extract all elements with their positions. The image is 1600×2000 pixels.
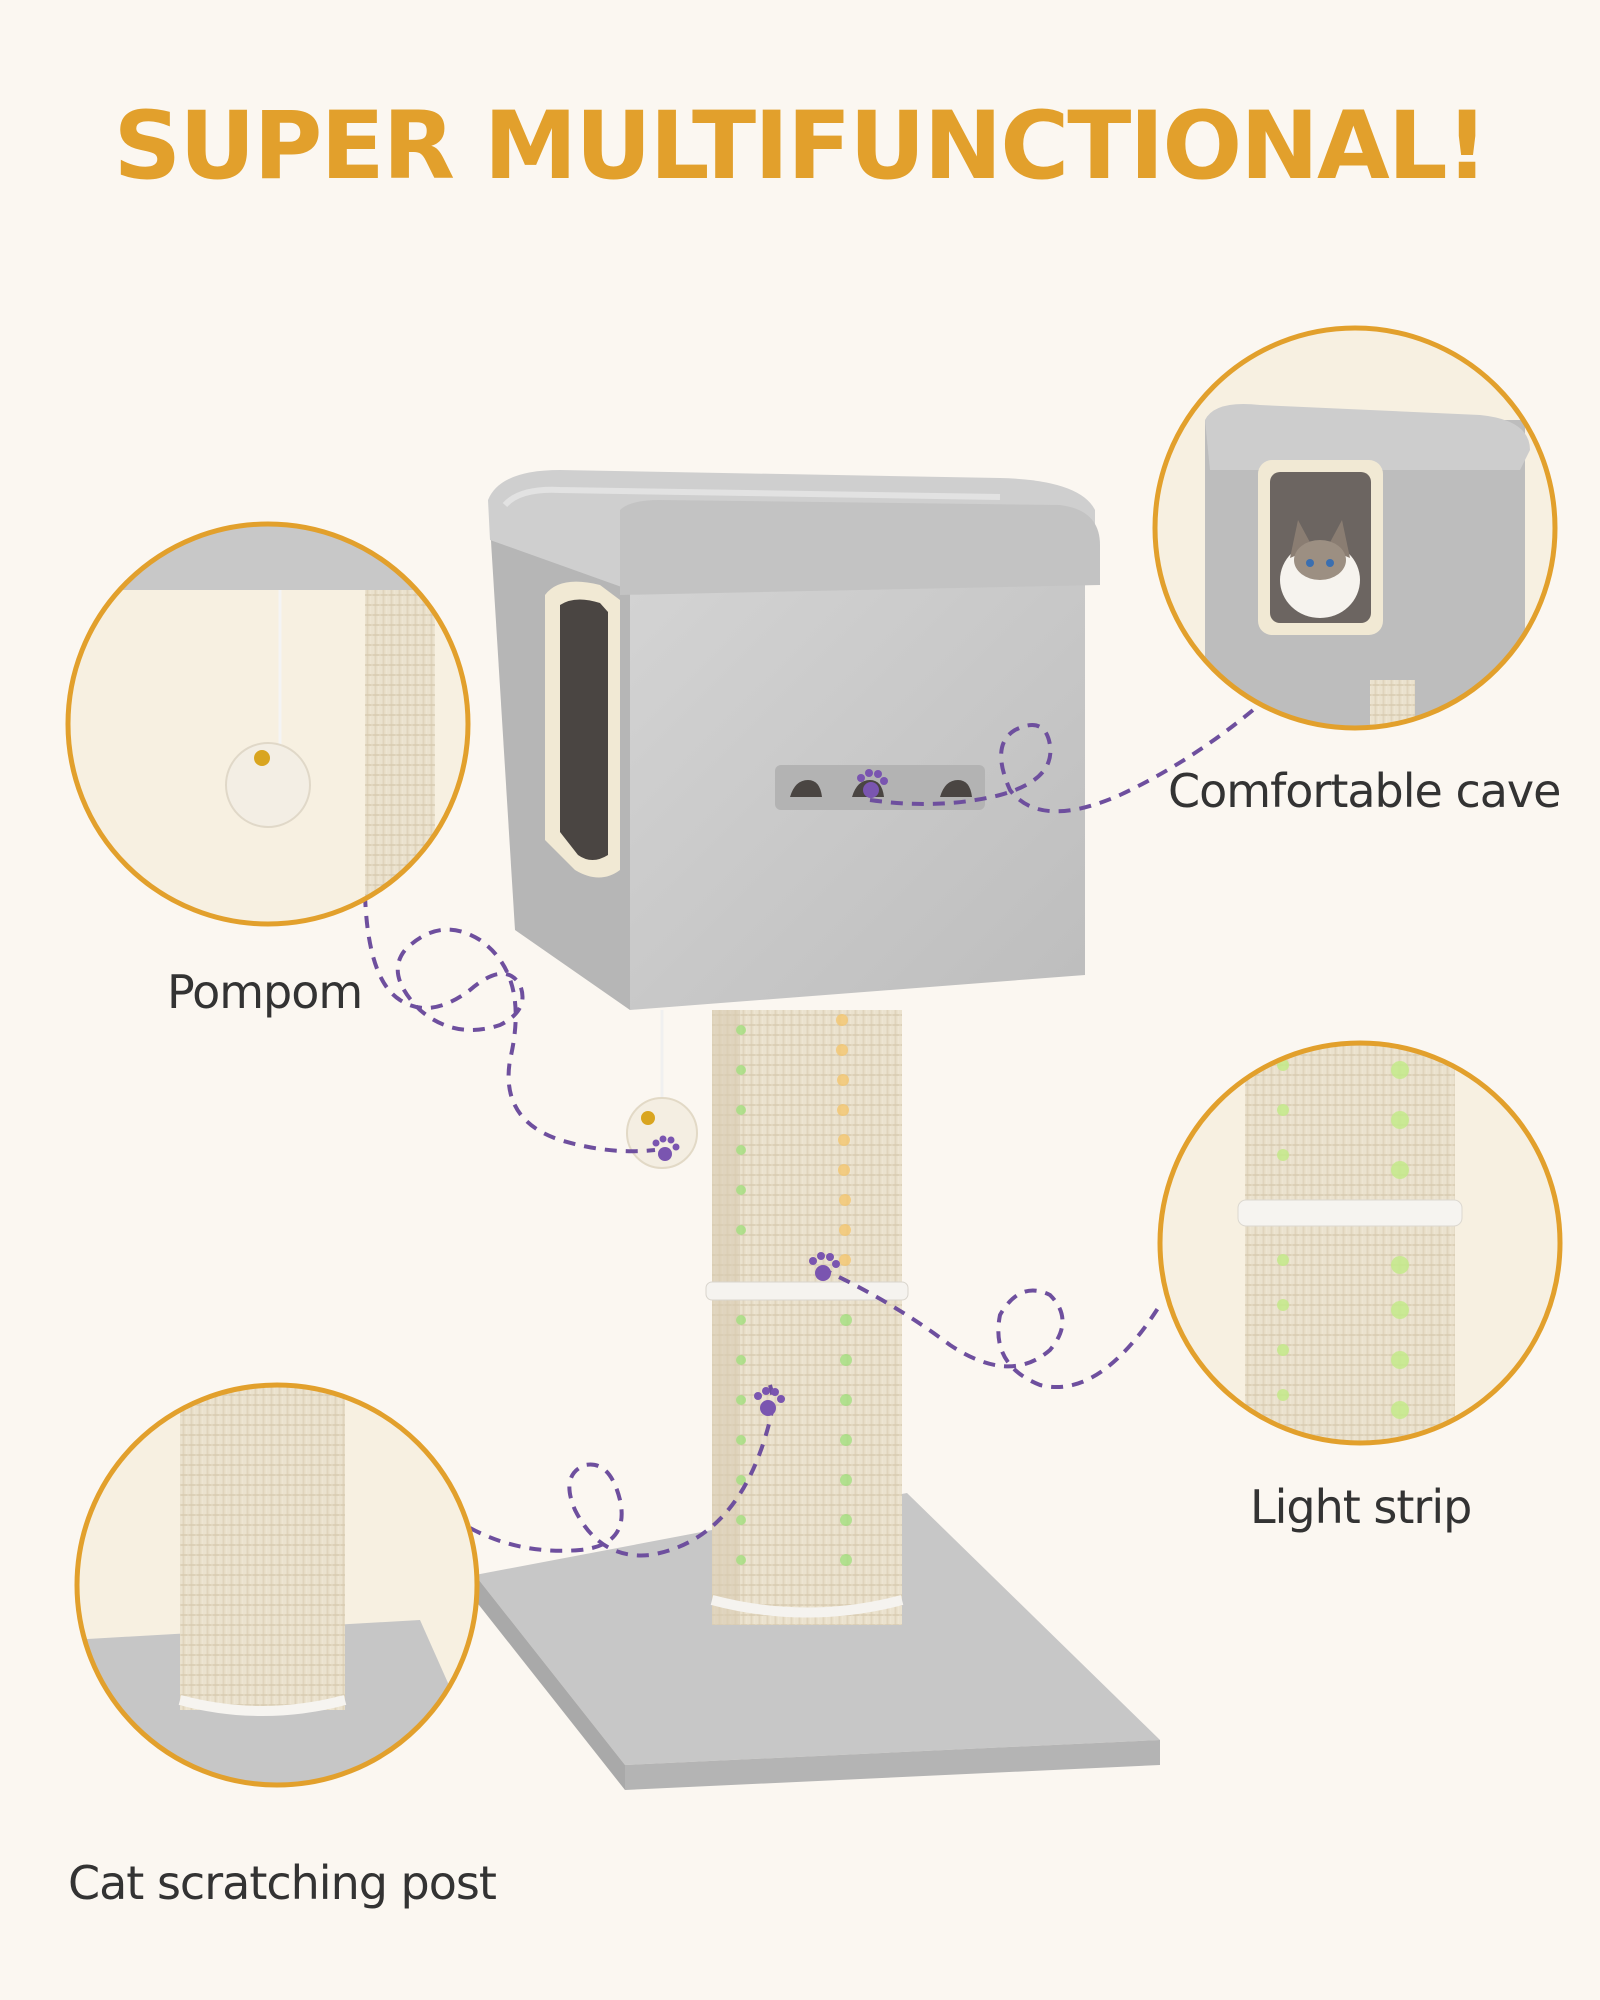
bell-icon xyxy=(641,1111,655,1125)
label-light-strip: Light strip xyxy=(1250,1480,1472,1534)
cat-face-icon xyxy=(1280,520,1360,618)
pompom-detail-circle xyxy=(65,521,471,927)
cave-detail-circle xyxy=(1152,325,1558,731)
page-title: SUPER MULTIFUNCTIONAL! xyxy=(113,92,1489,201)
cave-box xyxy=(488,470,1100,1010)
pompom-toy xyxy=(626,1010,698,1169)
cat-tree-base xyxy=(475,1493,1160,1790)
paw-icon xyxy=(857,769,888,798)
label-pompom: Pompom xyxy=(167,965,363,1019)
pompom-ball-icon xyxy=(225,742,311,828)
paw-icon xyxy=(809,1252,840,1281)
label-cat-scratching-post: Cat scratching post xyxy=(68,1856,497,1910)
bell-icon xyxy=(254,750,270,766)
light-strip-glow xyxy=(736,1014,852,1566)
scratching-post xyxy=(705,1010,909,1625)
paw-icon xyxy=(754,1387,785,1416)
paw-icon xyxy=(652,1135,680,1161)
post-detail-circle xyxy=(74,1382,480,1788)
connector-lines xyxy=(363,698,1267,1558)
light-strip-detail-circle xyxy=(1157,1040,1563,1446)
label-comfortable-cave: Comfortable cave xyxy=(1168,764,1561,818)
